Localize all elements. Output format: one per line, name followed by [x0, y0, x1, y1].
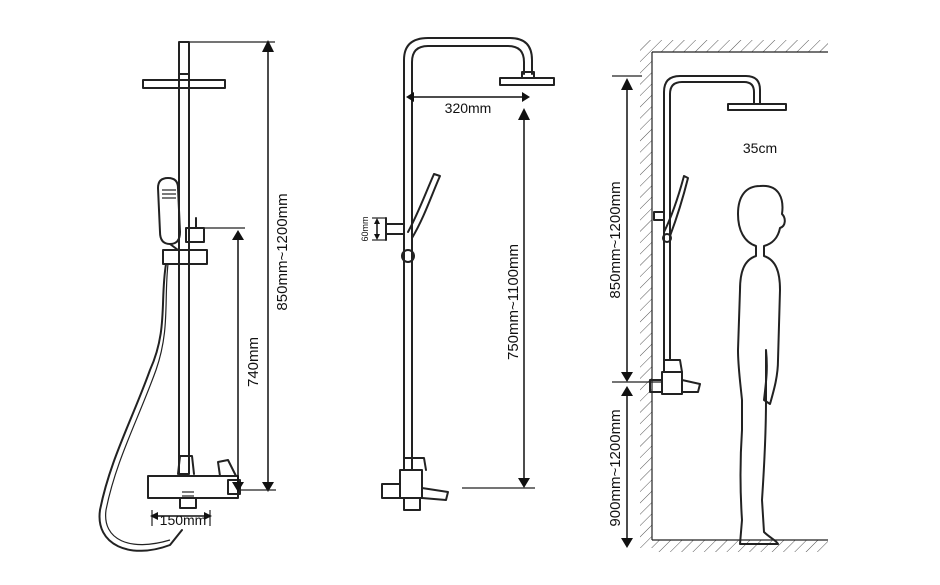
dimension-total-height: 850mm~1200mm — [240, 40, 291, 492]
wall-and-floor — [640, 40, 828, 552]
shower-rail — [178, 41, 275, 475]
human-figure — [737, 184, 786, 545]
shower-rail-installed — [663, 75, 787, 361]
total-height-label: 850mm~1200mm — [274, 193, 291, 310]
mixer-valve-side — [381, 457, 535, 511]
hand-shower — [157, 177, 181, 245]
arm-length-label: 320mm — [445, 100, 492, 116]
dimension-lower-height: 900mm~1200mm — [607, 386, 633, 548]
dimension-bracket: 60mm — [360, 216, 386, 242]
head-diameter-label: 35cm — [743, 140, 777, 156]
mixer-valve-installed — [649, 359, 701, 395]
dimension-rail-height: 750mm~1100mm — [505, 108, 530, 488]
overhead-shower-head-side — [499, 71, 555, 86]
dimension-mixer-height: 740mm — [232, 230, 262, 492]
hand-shower-side — [401, 173, 441, 263]
installed-view: 35cm 850mm~1200mm 900mm~1200mm — [607, 40, 828, 552]
mixer-valve — [147, 455, 241, 509]
bracket-label: 60mm — [360, 216, 370, 241]
lower-height-label: 900mm~1200mm — [607, 409, 624, 526]
rail-height-label: 750mm~1100mm — [505, 244, 522, 360]
slide-bracket — [162, 243, 208, 265]
dimension-upper-height: 850mm~1200mm — [607, 75, 662, 383]
shower-hose — [98, 263, 183, 552]
side-view: 320mm 750mm~1100mm 60mm — [360, 37, 555, 511]
shower-rail-side — [403, 37, 533, 471]
front-view: 850mm~1200mm 740mm 150mm — [98, 40, 291, 552]
dimension-mixer-width: 150mm — [150, 510, 212, 528]
dimension-arm-length: 320mm — [406, 92, 530, 116]
mixer-width-label: 150mm — [160, 512, 207, 528]
upper-height-label: 850mm~1200mm — [607, 181, 624, 298]
overhead-shower-head — [142, 73, 226, 89]
diverter — [185, 217, 245, 243]
wall-bracket — [385, 217, 405, 241]
mixer-height-label: 740mm — [245, 337, 262, 387]
hand-shower-installed — [653, 175, 689, 243]
